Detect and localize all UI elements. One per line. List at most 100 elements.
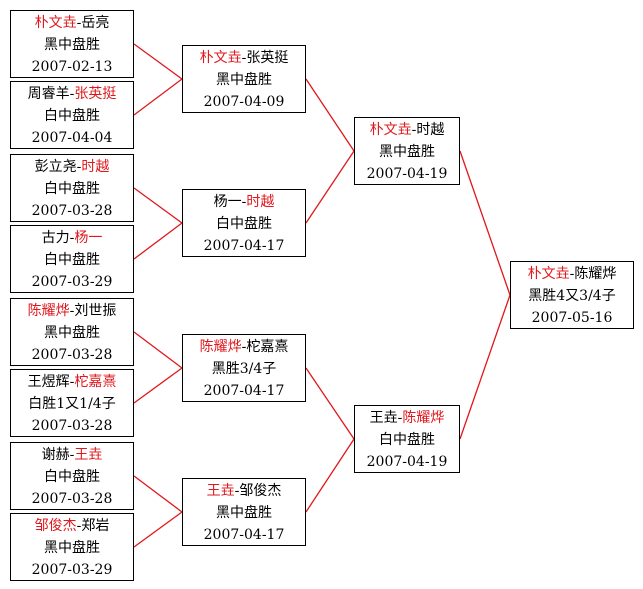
separator: -	[69, 230, 75, 246]
match-result: 黑中盘胜	[44, 325, 100, 341]
match-r1-5: 陈耀烨-刘世振 黑中盘胜 2007-03-28	[10, 298, 134, 366]
player-white: 杨一	[74, 230, 103, 246]
player-black: 杨一	[213, 194, 242, 210]
match-date: 2007-05-16	[531, 310, 613, 326]
match-result: 白中盘胜	[379, 432, 435, 448]
player-black: 陈耀烨	[199, 339, 242, 355]
match-result: 白中盘胜	[44, 181, 100, 197]
match-date: 2007-03-29	[31, 274, 113, 290]
match-date: 2007-04-17	[203, 527, 285, 543]
match-result: 黑中盘胜	[216, 72, 272, 88]
match-date: 2007-04-19	[366, 454, 448, 470]
connector-line	[305, 150, 355, 224]
player-white: 陈耀烨	[402, 410, 445, 426]
separator: -	[241, 194, 247, 210]
match-result: 黑胜3/4子	[211, 361, 277, 377]
match-result: 白中盘胜	[44, 108, 100, 124]
match-date: 2007-04-17	[203, 238, 285, 254]
match-result: 黑胜4又3/4子	[528, 288, 616, 304]
match-date: 2007-03-28	[31, 347, 113, 363]
match-date: 2007-02-13	[31, 59, 113, 75]
match-date: 2007-03-28	[31, 491, 113, 507]
player-black: 朴文垚	[369, 122, 412, 138]
separator: -	[69, 447, 75, 463]
separator: -	[69, 303, 75, 319]
player-black: 朴文垚	[199, 50, 242, 66]
connector-line	[133, 331, 183, 369]
connector-line	[133, 475, 183, 513]
player-white: 邹俊杰	[239, 483, 282, 499]
connector-line	[459, 150, 511, 296]
player-black: 彭立尧	[34, 159, 77, 175]
separator: -	[241, 339, 247, 355]
connector-line	[133, 367, 183, 404]
match-date: 2007-03-29	[31, 562, 113, 578]
player-white: 陈耀烨	[574, 266, 617, 282]
separator: -	[76, 159, 82, 175]
player-black: 邹俊杰	[34, 518, 77, 534]
match-r1-2: 周睿羊-张英挺 白中盘胜 2007-04-04	[10, 81, 134, 149]
match-date: 2007-03-28	[31, 418, 113, 434]
match-date: 2007-04-19	[366, 166, 448, 182]
player-black: 周睿羊	[27, 86, 70, 102]
separator: -	[397, 410, 403, 426]
match-date: 2007-04-09	[203, 94, 285, 110]
match-r1-7: 谢赫-王垚 白中盘胜 2007-03-28	[10, 442, 134, 510]
connector-line	[133, 222, 183, 260]
player-white: 时越	[81, 159, 110, 175]
match-result: 白中盘胜	[44, 252, 100, 268]
connector-line	[305, 438, 355, 513]
match-r1-1: 朴文垚-岳亮 黑中盘胜 2007-02-13	[10, 10, 134, 78]
separator: -	[411, 122, 417, 138]
separator: -	[69, 374, 75, 390]
match-r2-4: 王垚-邹俊杰 黑中盘胜 2007-04-17	[182, 478, 306, 546]
match-r3-2: 王垚-陈耀烨 白中盘胜 2007-04-19	[354, 405, 460, 473]
player-black: 陈耀烨	[27, 303, 70, 319]
connector-line	[133, 511, 183, 548]
connector-line	[459, 294, 511, 440]
player-white: 柁嘉熹	[246, 339, 289, 355]
player-white: 刘世振	[74, 303, 117, 319]
match-result: 黑中盘胜	[379, 144, 435, 160]
match-result: 白中盘胜	[216, 216, 272, 232]
player-white: 时越	[246, 194, 275, 210]
connector-line	[133, 187, 183, 224]
player-black: 朴文垚	[34, 15, 77, 31]
match-result: 黑中盘胜	[216, 505, 272, 521]
match-r1-6: 王煜辉-柁嘉熹 白胜1又1/4子 2007-03-28	[10, 369, 134, 437]
player-white: 张英挺	[74, 86, 117, 102]
player-white: 岳亮	[81, 15, 110, 31]
player-white: 郑岩	[81, 518, 110, 534]
match-result: 白胜1又1/4子	[28, 396, 116, 412]
player-white: 时越	[416, 122, 445, 138]
match-date: 2007-04-17	[203, 383, 285, 399]
player-black: 王垚	[206, 483, 235, 499]
connector-line	[305, 78, 355, 152]
match-r1-8: 邹俊杰-郑岩 黑中盘胜 2007-03-29	[10, 513, 134, 581]
match-r2-1: 朴文垚-张英挺 黑中盘胜 2007-04-09	[182, 45, 306, 113]
separator: -	[69, 86, 75, 102]
connector-line	[305, 367, 355, 440]
match-result: 黑中盘胜	[44, 540, 100, 556]
player-black: 王煜辉	[27, 374, 70, 390]
match-r1-3: 彭立尧-时越 白中盘胜 2007-03-28	[10, 154, 134, 222]
player-white: 柁嘉熹	[74, 374, 117, 390]
player-white: 王垚	[74, 447, 103, 463]
match-r1-4: 古力-杨一 白中盘胜 2007-03-29	[10, 225, 134, 293]
separator: -	[234, 483, 240, 499]
match-result: 黑中盘胜	[44, 37, 100, 53]
separator: -	[569, 266, 575, 282]
match-r2-3: 陈耀烨-柁嘉熹 黑胜3/4子 2007-04-17	[182, 334, 306, 402]
separator: -	[76, 15, 82, 31]
match-result: 白中盘胜	[44, 469, 100, 485]
player-black: 谢赫	[41, 447, 70, 463]
match-date: 2007-04-04	[31, 130, 113, 146]
match-r3-1: 朴文垚-时越 黑中盘胜 2007-04-19	[354, 117, 460, 185]
match-date: 2007-03-28	[31, 203, 113, 219]
match-final: 朴文垚-陈耀烨 黑胜4又3/4子 2007-05-16	[510, 261, 634, 329]
connector-line	[133, 78, 183, 116]
match-r2-2: 杨一-时越 白中盘胜 2007-04-17	[182, 189, 306, 257]
player-black: 王垚	[369, 410, 398, 426]
